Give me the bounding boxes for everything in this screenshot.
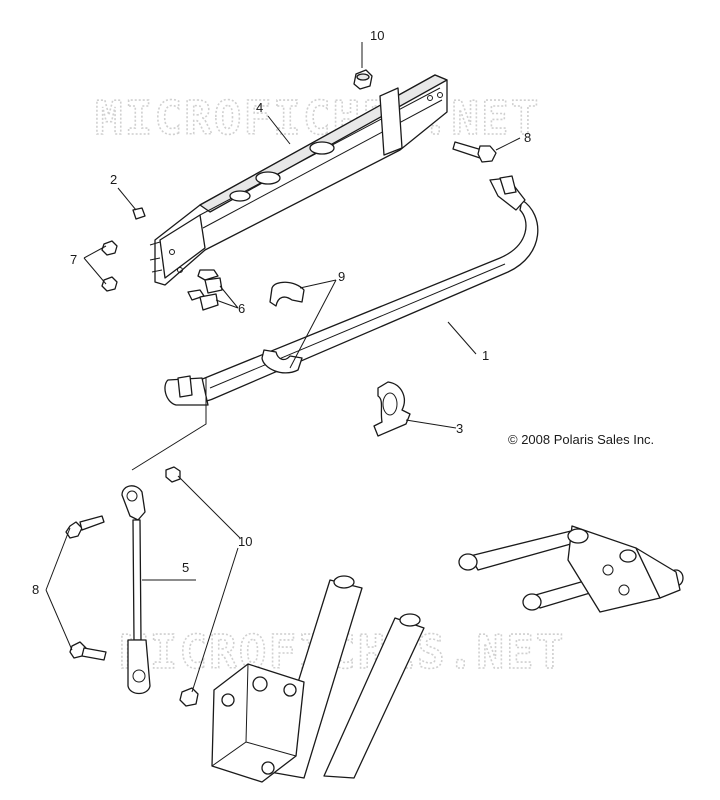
callout-10-top: 10 — [370, 28, 384, 43]
callout-3: 3 — [456, 421, 463, 436]
watermark-top: MICROFICHES.NET — [95, 91, 540, 145]
part-1-stabilizer-bar — [164, 175, 539, 406]
callout-8-bottom: 8 — [32, 582, 39, 597]
part-10-nut-top — [353, 69, 373, 90]
callout-8-top: 8 — [524, 130, 531, 145]
part-7-nuts — [101, 240, 118, 292]
part-8-bolts-lower — [65, 515, 107, 661]
callout-9: 9 — [338, 269, 345, 284]
leader-lines — [45, 42, 521, 693]
part-10-nut-mid — [165, 466, 181, 483]
part-6-pins — [187, 269, 223, 311]
callout-2: 2 — [110, 172, 117, 187]
part-2-small-bolt — [132, 207, 146, 220]
part-3-clamp — [373, 381, 411, 437]
copyright-text: © 2008 Polaris Sales Inc. — [508, 432, 654, 447]
part-8-bolt-top — [452, 141, 497, 163]
upper-arm-assembly — [458, 525, 684, 613]
callout-4: 4 — [256, 100, 263, 115]
callout-6: 6 — [238, 301, 245, 316]
assembly-lines — [131, 378, 207, 471]
lower-arm-assembly — [211, 575, 425, 783]
callout-7: 7 — [70, 252, 77, 267]
callout-5: 5 — [182, 560, 189, 575]
callout-10-bottom: 10 — [238, 534, 252, 549]
part-9-bushings — [261, 281, 305, 374]
callout-1: 1 — [482, 348, 489, 363]
part-4-mounting-bracket — [149, 74, 448, 286]
part-5-stabilizer-link — [121, 485, 151, 695]
part-10-nut-bottom — [179, 687, 199, 707]
